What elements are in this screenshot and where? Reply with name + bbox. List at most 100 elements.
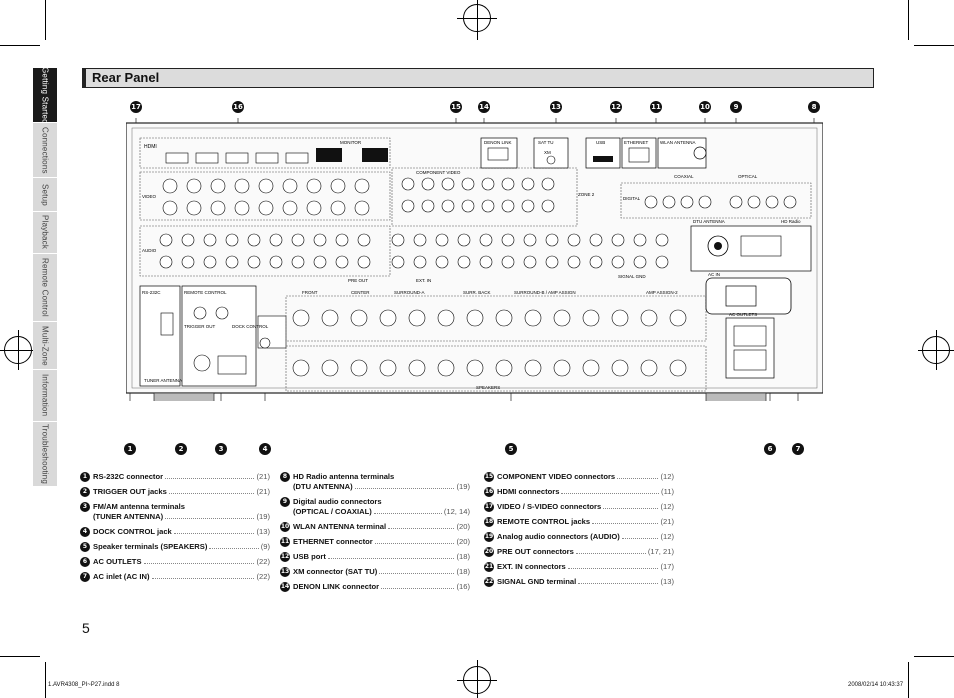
jack-connector	[729, 195, 743, 209]
side-tabs: Getting Started Connections Setup Playba…	[33, 67, 57, 487]
jack-connector	[582, 359, 600, 377]
jack-connector	[258, 178, 274, 194]
legend-label: VIDEO / S-VIDEO connectors	[497, 502, 602, 511]
jack-connector	[524, 309, 542, 327]
jack-connector	[783, 195, 797, 209]
jack-connector	[611, 309, 629, 327]
panel-label-coaxial: COAXIAL	[674, 174, 694, 179]
jack-connector	[292, 309, 310, 327]
panel-label-denon-link: DENON LINK	[484, 140, 512, 145]
jack-connector	[655, 233, 669, 247]
tab-playback[interactable]: Playback	[33, 212, 57, 254]
callout-11: 11	[650, 101, 662, 113]
callout-1: 1	[124, 443, 136, 455]
legend-page: (9)	[260, 542, 270, 551]
jack-connector	[401, 177, 415, 191]
jack-connector	[413, 233, 427, 247]
jack-connector	[330, 200, 346, 216]
crop-mark	[477, 0, 478, 40]
legend-label: AC inlet (AC IN)	[93, 572, 150, 581]
jack-connector	[159, 255, 173, 269]
jack-connector	[437, 359, 455, 377]
tab-troubleshooting[interactable]: Troubleshooting	[33, 422, 57, 487]
jack-connector	[159, 233, 173, 247]
jack-connector	[461, 177, 475, 191]
jack-connector	[269, 233, 283, 247]
legend-number: 13	[280, 567, 290, 577]
jack-connector	[391, 255, 405, 269]
legend-page: (12)	[660, 472, 674, 481]
jack-connector	[247, 233, 261, 247]
legend-page: (17, 21)	[647, 547, 674, 556]
jack-connector	[501, 233, 515, 247]
jack-connector	[698, 195, 712, 209]
legend-page: (20)	[456, 537, 470, 546]
callout-6: 6	[764, 443, 776, 455]
callout-16: 16	[232, 101, 244, 113]
panel-label-hd-radio: HD Radio	[781, 219, 801, 224]
tab-multi-zone[interactable]: Multi-Zone	[33, 322, 57, 370]
jack-connector	[541, 177, 555, 191]
jack-connector	[234, 200, 250, 216]
rear-panel-diagram: HDMI MONITOR DENON	[126, 118, 823, 401]
footer-file-info: 1.AVR4308_PI~P27.indd 8	[48, 682, 120, 688]
legend-number: 9	[280, 497, 290, 507]
jack-connector	[321, 359, 339, 377]
panel-label-remote-control: REMOTE CONTROL	[184, 290, 227, 295]
jack-connector	[335, 233, 349, 247]
crop-mark	[0, 45, 40, 46]
tab-getting-started[interactable]: Getting Started	[33, 67, 57, 123]
jack-connector	[421, 199, 435, 213]
jack-connector	[181, 255, 195, 269]
crop-mark	[457, 680, 497, 681]
crop-mark	[914, 45, 954, 46]
panel-label-video: VIDEO	[142, 194, 157, 199]
legend-page: (21)	[660, 517, 674, 526]
jack-connector	[225, 255, 239, 269]
callout-14: 14	[478, 101, 490, 113]
legend-page: (11)	[661, 487, 674, 496]
jack-connector	[441, 177, 455, 191]
tab-setup[interactable]: Setup	[33, 178, 57, 212]
legend-label: WLAN ANTENNA terminal	[293, 522, 387, 531]
jack-connector	[441, 199, 455, 213]
legend-number: 21	[484, 562, 494, 572]
legend-number: 12	[280, 552, 290, 562]
jack-connector	[401, 199, 415, 213]
jack-connector	[282, 200, 298, 216]
callout-15: 15	[450, 101, 462, 113]
jack-connector	[479, 255, 493, 269]
tab-remote-control[interactable]: Remote Control	[33, 254, 57, 322]
crop-mark	[477, 660, 478, 698]
jack-connector	[210, 178, 226, 194]
jack-connector	[413, 255, 427, 269]
tab-information[interactable]: Information	[33, 370, 57, 422]
tab-connections[interactable]: Connections	[33, 123, 57, 178]
jack-connector	[391, 233, 405, 247]
crop-mark	[45, 662, 46, 698]
panel-label-wlan-antenna: WLAN ANTENNA	[660, 140, 696, 145]
jack-connector	[655, 255, 669, 269]
jack-connector	[521, 177, 535, 191]
jack-connector	[495, 309, 513, 327]
jack-connector	[203, 255, 217, 269]
footer-timestamp: 2008/02/14 10:43:37	[848, 682, 904, 688]
jack-connector	[680, 195, 694, 209]
jack-connector	[186, 200, 202, 216]
jack-connector	[545, 233, 559, 247]
legend-label: FM/AM antenna terminals	[93, 502, 185, 511]
jack-connector	[162, 200, 178, 216]
legend-label-2: (OPTICAL / COAXIAL)	[293, 507, 372, 516]
callout-2: 2	[175, 443, 187, 455]
legend-page: (13)	[256, 527, 270, 536]
panel-label-amp-assign-2: AMP ASSIGN-2	[646, 290, 678, 295]
